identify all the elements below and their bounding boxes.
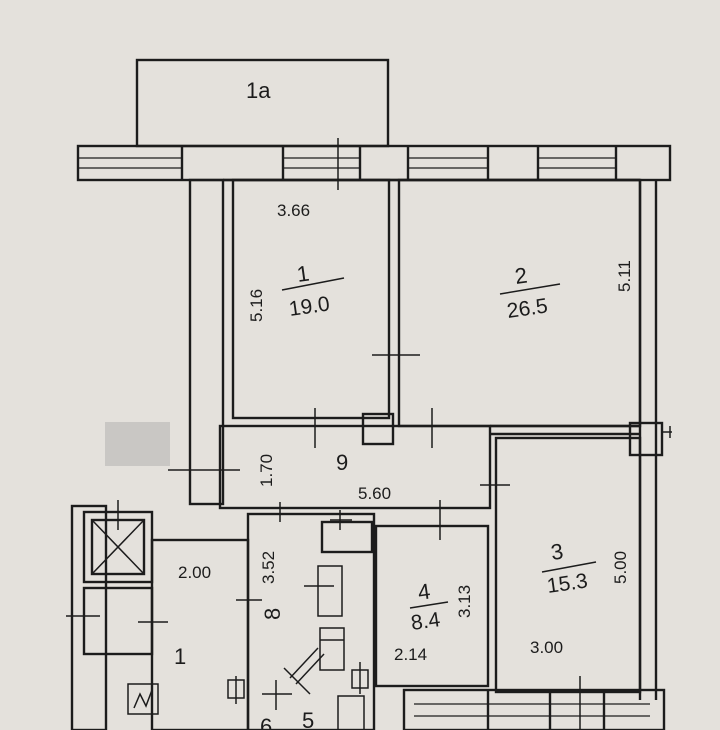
balcony-outline — [135, 58, 390, 148]
stair-core — [66, 500, 250, 730]
room-2-number: 2 — [513, 262, 529, 288]
room-1-area: 19.0 — [287, 292, 331, 320]
hall-9-width: 5.60 — [358, 484, 391, 503]
room-1-depth: 5.16 — [247, 289, 266, 322]
room-2-fraction-bar — [499, 283, 561, 295]
room-1-number: 1 — [295, 260, 311, 286]
room-3-number: 3 — [549, 538, 565, 564]
hall-9-depth: 1.70 — [257, 454, 276, 487]
room-3-fraction-bar — [541, 561, 597, 573]
room-4-width: 2.14 — [394, 645, 427, 664]
room-3 — [494, 436, 642, 694]
room-3-width: 3.00 — [530, 638, 563, 657]
stair-number: 1 — [174, 644, 186, 669]
room-3-area: 15.3 — [545, 569, 589, 597]
stair-width: 2.00 — [178, 563, 211, 582]
hall-9-number: 9 — [336, 450, 348, 475]
room-4-number: 4 — [416, 578, 432, 604]
room-6-number: 6 — [260, 714, 272, 730]
room-1-fraction-bar — [281, 277, 345, 291]
top-facade-wall — [76, 138, 672, 190]
room-8-depth: 3.52 — [259, 551, 278, 584]
room-1-width: 3.66 — [277, 201, 310, 220]
room-2-depth: 5.11 — [615, 260, 634, 292]
room-4-fraction-bar — [409, 601, 449, 609]
room-1 — [231, 178, 420, 420]
balcony-label: 1a — [246, 78, 271, 103]
room-5-number: 5 — [302, 708, 314, 730]
room-2-area: 26.5 — [505, 294, 549, 322]
service-rooms — [227, 502, 376, 730]
hall-9 — [168, 408, 672, 510]
bottom-facade-wall — [402, 676, 666, 730]
room-4-area: 8.4 — [409, 608, 441, 635]
room-4-depth: 3.13 — [455, 585, 474, 618]
room-4 — [374, 500, 490, 688]
room-3-depth: 5.00 — [611, 551, 630, 584]
redacted-area — [105, 422, 170, 466]
room-8-number: 8 — [260, 608, 285, 620]
